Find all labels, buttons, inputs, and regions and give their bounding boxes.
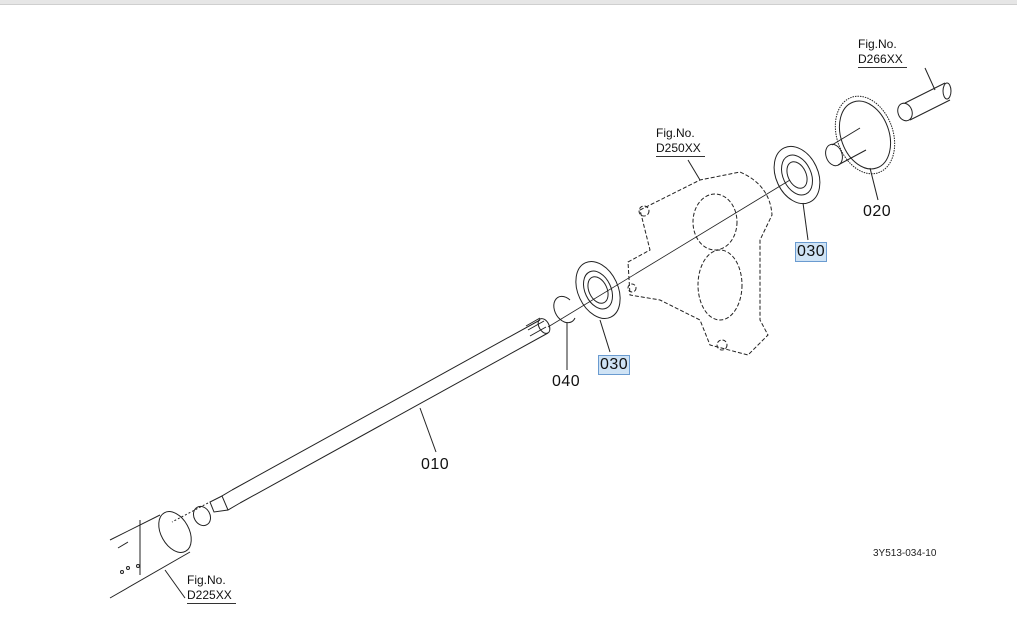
fig-ref-d266[interactable]: Fig.No. D266XX: [858, 37, 907, 68]
fig-ref-label: Fig.No.: [858, 37, 897, 51]
part-label-010[interactable]: 010: [421, 456, 450, 473]
part-label-040[interactable]: 040: [552, 373, 581, 390]
fig-ref-label: Fig.No.: [187, 573, 226, 587]
collar-drawing: [192, 505, 212, 527]
housing-d225-drawing: [109, 511, 192, 599]
fig-ref-code: D225XX: [187, 588, 236, 604]
bearing-030-right-drawing: [773, 145, 821, 241]
fig-ref-d250[interactable]: Fig.No. D250XX: [656, 126, 705, 157]
part-label-030-left[interactable]: 030: [598, 355, 631, 375]
shaft-d266-drawing: [897, 67, 952, 122]
fig-ref-code: D250XX: [656, 141, 705, 157]
fig-ref-code: D266XX: [858, 52, 907, 68]
part-label-020[interactable]: 020: [863, 203, 892, 220]
bearing-030-left-drawing: [575, 261, 621, 353]
housing-d250-drawing: [627, 159, 773, 356]
circlip-040-drawing: [553, 295, 576, 324]
top-bar: [0, 0, 1017, 5]
drawing-id: 3Y513-034-10: [873, 548, 937, 559]
part-label-030-right[interactable]: 030: [795, 242, 828, 262]
fig-ref-d225[interactable]: Fig.No. D225XX: [187, 573, 236, 604]
shaft-010-drawing: [171, 317, 551, 523]
gear-020-drawing: [825, 95, 896, 201]
fig-ref-label: Fig.No.: [656, 126, 695, 140]
